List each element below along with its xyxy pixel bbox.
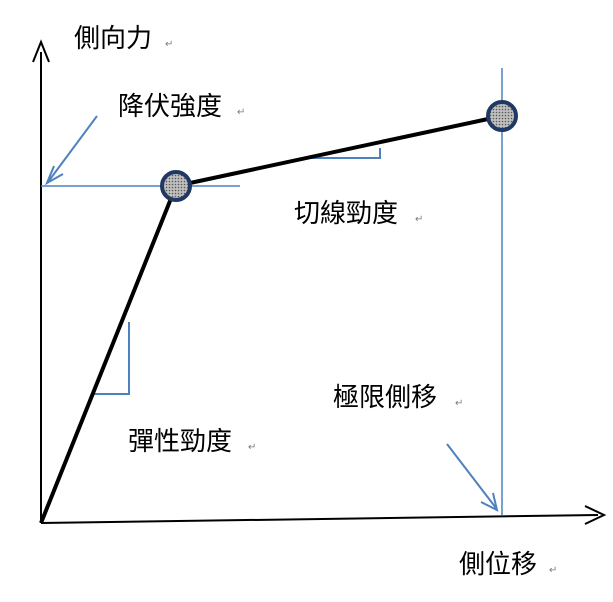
secant-stiffness-label: 切線勁度 (294, 199, 398, 229)
yield-pointer-arrowhead (44, 165, 64, 186)
axes (32, 39, 607, 525)
yield-strength-label: 降伏強度 (118, 92, 222, 122)
x-axis-line (40, 514, 599, 524)
guides (41, 68, 503, 515)
secant-slope-bracket (307, 148, 381, 159)
ultimate-point-marker (486, 100, 518, 132)
x-axis-arrowhead (584, 505, 607, 525)
yield-pointer-line (47, 115, 98, 183)
y-axis-label-mark: ↵ (165, 39, 173, 50)
elastic-stiffness-label-mark: ↵ (248, 442, 256, 453)
y-axis-arrowhead (32, 39, 50, 63)
ultimate-displacement-label-mark: ↵ (455, 398, 463, 409)
ultimate-displacement-label: 極限側移 (333, 383, 437, 413)
yield-point-marker (160, 170, 192, 202)
yield-strength-label-mark: ↵ (237, 107, 245, 118)
ultimate-pointer-line (446, 443, 497, 509)
force-displacement-curve (39, 114, 503, 524)
secant-stiffness-label-mark: ↵ (415, 214, 423, 225)
x-axis-label: 側位移 (459, 550, 537, 580)
elastic-slope-bracket (93, 322, 130, 395)
x-axis-label-mark: ↵ (549, 565, 557, 576)
elastic-stiffness-label: 彈性勁度 (128, 427, 232, 457)
y-axis-label: 側向力 (74, 24, 152, 54)
ultimate-pointer-arrowhead (480, 492, 499, 512)
